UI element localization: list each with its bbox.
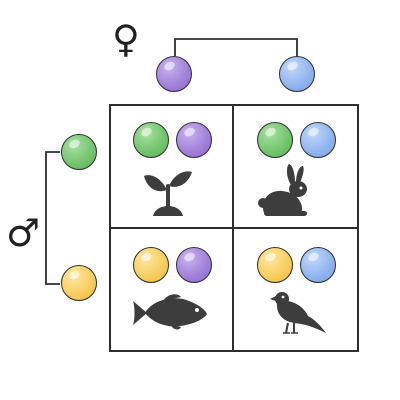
fish-icon	[133, 294, 207, 330]
male-allele-yellow	[61, 265, 97, 301]
rabbit-icon	[258, 164, 307, 216]
male-allele-green	[61, 134, 97, 170]
cell-allele-yellow	[133, 247, 169, 283]
cell-allele-purple	[176, 247, 212, 283]
seedling-icon	[144, 171, 192, 216]
cell-allele-green	[257, 122, 293, 158]
female-allele-purple	[156, 56, 192, 92]
cell-allele-yellow	[257, 247, 293, 283]
cell-allele-green	[133, 122, 169, 158]
bird-icon	[270, 292, 326, 334]
cell-allele-blue	[300, 247, 336, 283]
female-symbol: ♀	[112, 17, 140, 61]
cell-allele-blue	[300, 122, 336, 158]
grid-divider-horizontal	[109, 227, 359, 229]
male-symbol: ♂	[6, 211, 41, 255]
cell-allele-purple	[176, 122, 212, 158]
female-allele-blue	[279, 56, 315, 92]
